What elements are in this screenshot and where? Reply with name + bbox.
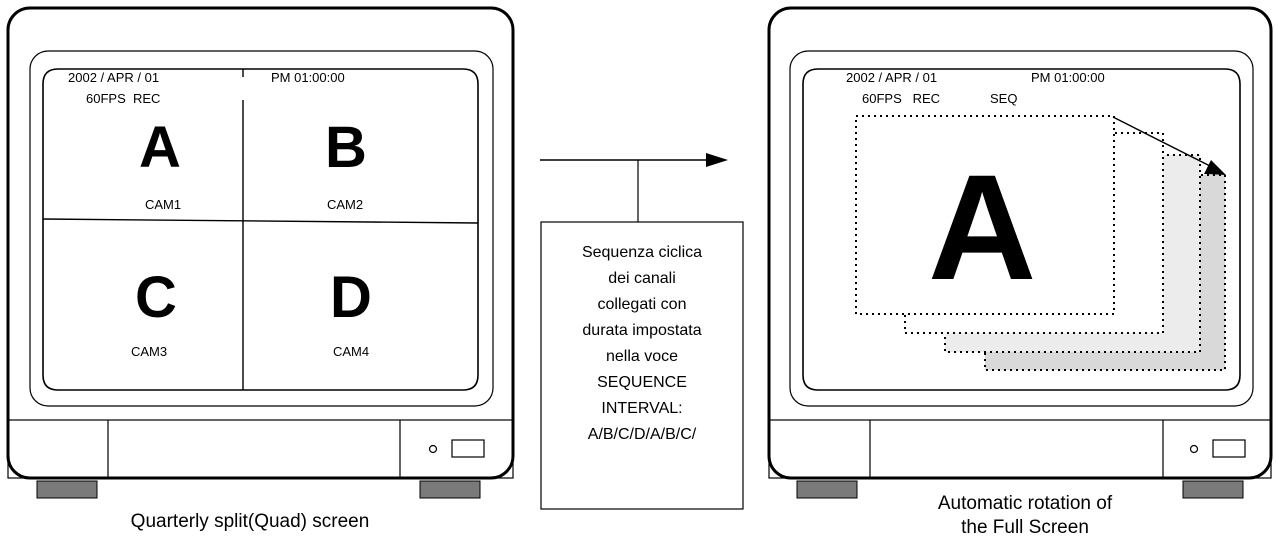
left-caption: Quarterly split(Quad) screen [130,511,370,532]
full-screen-letter: A [928,143,1037,311]
note-line: A/B/C/D/A/B/C/ [587,426,697,443]
left-power-button[interactable] [451,439,485,458]
arrow-head-icon [706,153,728,167]
right-osd-time: PM 01:00:00 [1031,70,1105,85]
left-osd-date: 2002 / APR / 01 [68,70,160,85]
quad-cam4-label: CAM4 [333,344,370,359]
quad-letter-d: D [330,265,372,330]
left-control-panel [7,419,514,479]
note-line: INTERVAL: [601,400,683,417]
rotation-arrow-line [1112,116,1211,167]
quad-cam1-label: CAM1 [145,197,182,212]
sequence-note: Sequenza ciclica dei canali collegati co… [541,240,743,448]
left-monitor [6,6,515,499]
note-line: collegati con [597,296,687,313]
frame-stack-front [855,115,1115,315]
quad-cam2-label: CAM2 [327,197,364,212]
right-monitor [767,6,1273,499]
left-osd-status: 60FPS REC [86,91,161,106]
left-foot-right [419,480,481,499]
left-power-led-icon [428,444,438,454]
right-screen [802,68,1241,391]
note-box [540,221,744,510]
right-foot-left [796,480,858,499]
note-line: SEQUENCE [597,374,687,391]
quad-cam3-label: CAM3 [131,344,168,359]
right-power-button[interactable] [1212,439,1246,458]
right-osd-mode: SEQ [990,91,1018,106]
quad-letter-b: B [325,115,367,180]
note-line: durata impostata [582,322,702,339]
rotation-arrow-head-icon [1204,160,1226,175]
right-caption-line-1: Automatic rotation of [937,493,1113,514]
right-caption-line-2: the Full Screen [961,517,1089,538]
note-line: dei canali [608,270,676,287]
right-screen-frame [789,50,1254,407]
sequence-connector [540,153,744,510]
quad-letter-a: A [139,115,181,180]
right-osd-date: 2002 / APR / 01 [846,70,938,85]
quad-divider-horizontal [42,218,479,224]
left-foot-left [36,480,98,499]
right-osd-status: 60FPS REC [862,91,941,106]
right-power-led-icon [1189,444,1199,454]
left-screen-frame [29,50,494,407]
note-line: Sequenza ciclica [581,244,703,261]
left-osd-time: PM 01:00:00 [271,70,345,85]
right-foot-right [1182,480,1244,499]
quad-letter-c: C [135,265,177,330]
left-screen [42,68,479,391]
right-control-panel [768,419,1272,479]
note-line: nella voce [605,348,679,365]
right-caption: Automatic rotation of the Full Screen [890,492,1160,540]
